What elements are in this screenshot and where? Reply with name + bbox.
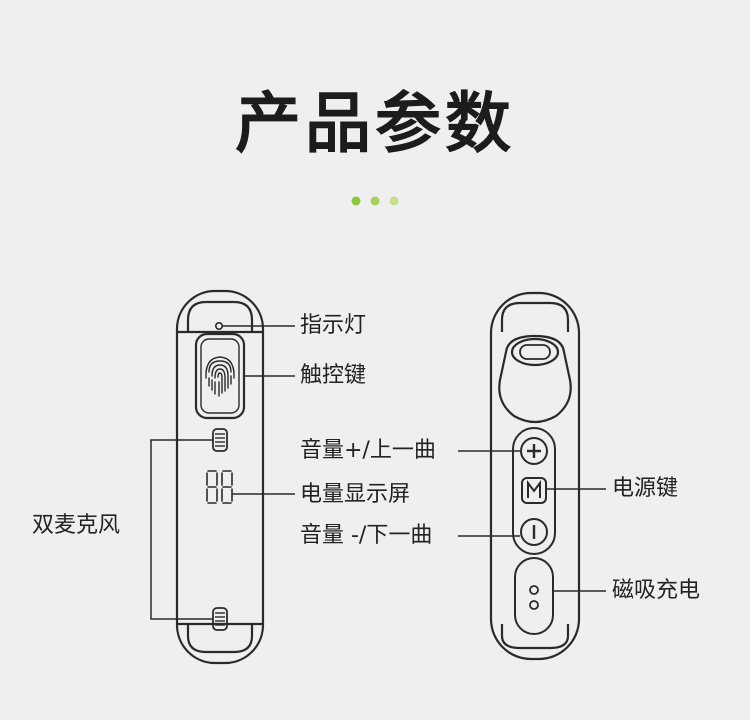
button-column — [512, 427, 556, 555]
device-back-top-inner — [500, 301, 570, 332]
microphone-bottom — [212, 607, 228, 631]
touch-key[interactable] — [194, 332, 246, 420]
device-front-top-inner — [186, 300, 254, 332]
accent-dot-2 — [370, 196, 380, 206]
indicator-light — [215, 321, 224, 330]
fingerprint-icon — [205, 356, 235, 397]
power-button[interactable] — [521, 477, 547, 504]
volume-up-button[interactable] — [520, 437, 548, 465]
device-front — [175, 289, 265, 665]
m-icon — [527, 480, 541, 498]
label-touch-key: 触控键 — [300, 363, 367, 388]
accent-dots — [351, 196, 399, 206]
label-volume-up: 音量+/上一曲 — [300, 438, 436, 463]
label-indicator-light: 指示灯 — [300, 313, 367, 338]
label-power-key: 电源键 — [612, 476, 679, 501]
device-back-bottom-inner — [500, 624, 570, 650]
magnetic-charging-port — [514, 557, 554, 635]
accent-dot-3 — [389, 196, 399, 206]
device-back-body — [489, 291, 581, 661]
device-back — [489, 291, 581, 661]
device-front-body — [175, 289, 265, 665]
page-title: 产品参数 — [235, 85, 515, 162]
callout-lines — [150, 325, 606, 620]
callout-dual-mic — [150, 439, 213, 620]
device-front-bottom-inner — [186, 624, 254, 654]
accent-dot-1 — [351, 196, 361, 206]
earpiece — [498, 334, 572, 424]
label-battery-display: 电量显示屏 — [300, 482, 411, 507]
microphone-top — [212, 428, 228, 452]
label-volume-down: 音量 -/下一曲 — [300, 523, 433, 548]
volume-down-button[interactable] — [520, 518, 548, 546]
label-magnetic-charging: 磁吸充电 — [612, 578, 701, 603]
label-dual-mic: 双麦克风 — [32, 513, 121, 538]
battery-display — [206, 470, 233, 504]
